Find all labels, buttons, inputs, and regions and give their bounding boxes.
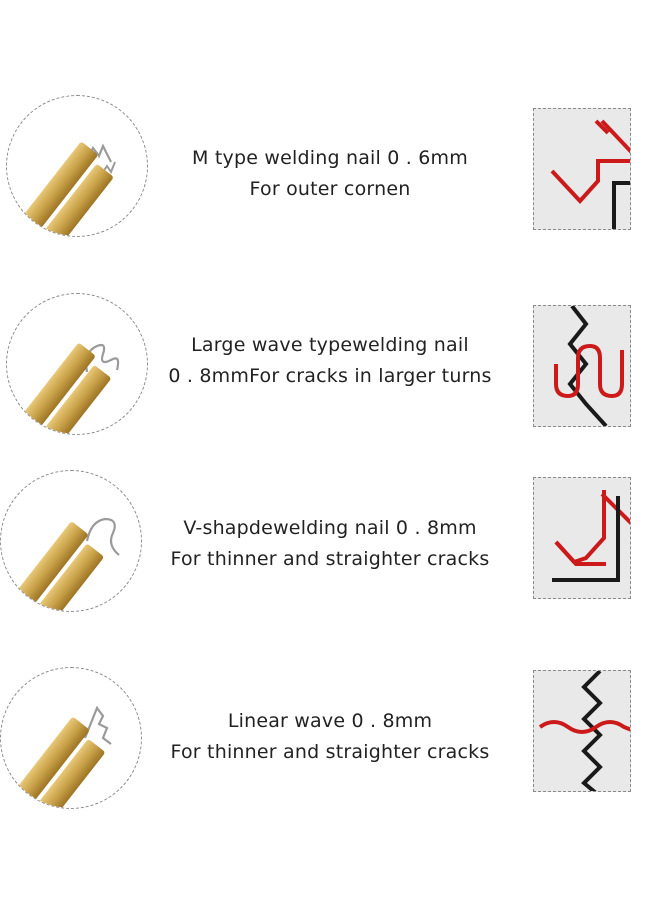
item-usage: For outer cornen [249, 178, 411, 200]
v-shape-nail-icon [0, 470, 142, 612]
large-turn-crack-diagram-icon [533, 305, 631, 427]
item-usage: 0 . 8mmFor cracks in larger turns [168, 365, 492, 387]
item-title: Linear wave 0 . 8mm [227, 710, 433, 732]
straight-crack-diagram-icon [533, 670, 631, 792]
linear-wave-nail-icon [0, 667, 142, 809]
item-title: Large wave typewelding nail [191, 334, 469, 356]
m-type-nail-icon [6, 95, 148, 237]
product-row: M type welding nail 0 . 6mm For outer co… [0, 88, 660, 248]
product-row: Linear wave 0 . 8mm For thinner and stra… [0, 658, 660, 818]
outer-corner-diagram-icon [533, 108, 631, 230]
item-title: V-shapdewelding nail 0 . 8mm [183, 517, 477, 539]
product-row: V-shapdewelding nail 0 . 8mm For thinner… [0, 466, 660, 626]
product-row: Large wave typewelding nail 0 . 8mmFor c… [0, 286, 660, 446]
large-wave-nail-icon [6, 293, 148, 435]
item-usage: For thinner and straighter cracks [170, 548, 490, 570]
inner-corner-diagram-icon [533, 477, 631, 599]
item-title: M type welding nail 0 . 6mm [192, 147, 468, 169]
item-usage: For thinner and straighter cracks [170, 741, 490, 763]
